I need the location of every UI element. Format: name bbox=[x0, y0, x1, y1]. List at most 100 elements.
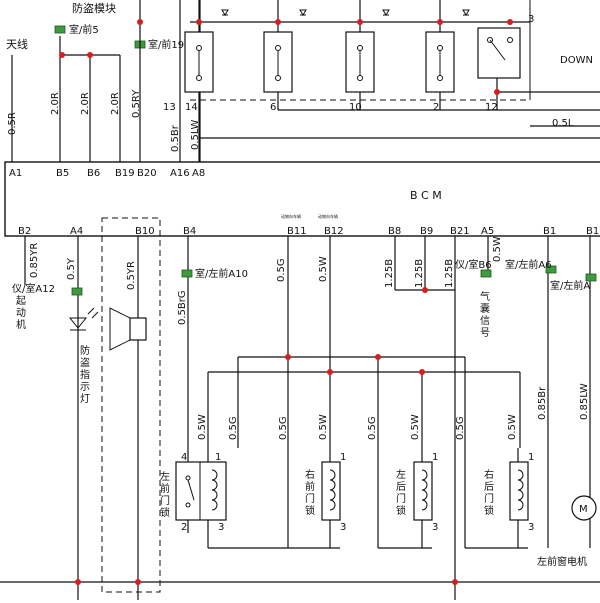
pin-label: B6 bbox=[87, 168, 100, 179]
led-icon bbox=[68, 317, 88, 331]
pin-label: B10 bbox=[135, 226, 155, 237]
wire-label: 2.0R bbox=[80, 92, 91, 115]
wire-label: 0.5G bbox=[228, 416, 239, 440]
wire-label: 0.5RY bbox=[131, 89, 142, 118]
diode-icon bbox=[462, 9, 470, 16]
motor-symbol: M bbox=[579, 504, 588, 515]
airbag-text-line: 囊 bbox=[480, 302, 490, 315]
tiny-label: 动物向车辆 bbox=[281, 213, 301, 219]
wire-label: 1.25B bbox=[444, 259, 455, 288]
antitheft-module-label: 防盗模块 bbox=[72, 1, 116, 15]
starter-label: 起动机 bbox=[16, 295, 26, 331]
lock-pin: 3 bbox=[528, 522, 534, 533]
tiny-label: 动物向车辆 bbox=[318, 213, 338, 219]
bcm-module: B C M A1 B5 B6 B19 B20 A16 A8 B2 A4 B10 … bbox=[4, 161, 600, 237]
lock-pin: 4 bbox=[181, 452, 187, 463]
wire-label: 2.0R bbox=[110, 92, 121, 115]
lock-pin: 2 bbox=[181, 522, 187, 533]
lock-pin: 1 bbox=[215, 452, 221, 463]
relay-pin: 6 bbox=[270, 102, 276, 113]
pin-label: B21 bbox=[450, 226, 470, 237]
rr-lock-label: 右后门锁 bbox=[484, 468, 494, 517]
coil-icon bbox=[517, 469, 524, 511]
wire-label: 0.5G bbox=[455, 416, 466, 440]
pin-label: A8 bbox=[192, 168, 205, 179]
connector-icon bbox=[480, 269, 492, 278]
diode-icon bbox=[382, 9, 390, 16]
coil-icon bbox=[329, 469, 336, 511]
top-section: 防盗模块 天线 DOWN 室/前5 室/前19 0.5R 2.0R 2.0R 2… bbox=[6, 0, 600, 162]
relay-pin: 12 bbox=[485, 102, 498, 113]
connector-icon bbox=[181, 269, 193, 278]
wire-label: 0.85YR bbox=[29, 243, 40, 278]
rf-lock-label: 右前门锁 bbox=[305, 468, 315, 517]
motor-icon bbox=[571, 495, 597, 521]
antitheft-lamp-label: 防盗指示灯 bbox=[80, 344, 90, 405]
connector-icon bbox=[545, 265, 557, 274]
pin-label: B20 bbox=[137, 168, 157, 179]
lr-lock-label: 左后门锁 bbox=[396, 468, 406, 517]
antitheft-lamp-text-line: 盗 bbox=[80, 356, 90, 369]
lf-lock-text-line: 前 bbox=[160, 482, 170, 495]
wire-label: 0.5W bbox=[410, 414, 421, 440]
wire-label: 0.5W bbox=[318, 414, 329, 440]
down-label: DOWN bbox=[560, 55, 593, 66]
wire-label: 0.5W bbox=[318, 256, 329, 282]
antitheft-lamp-text-line: 示 bbox=[80, 382, 90, 393]
lf-lock-text: 左 bbox=[160, 470, 170, 483]
lock-pin: 1 bbox=[432, 452, 438, 463]
wire-label: 0.5G bbox=[278, 416, 289, 440]
connector-b6-label: 仪/室B6 bbox=[455, 258, 492, 271]
rf-lock-text-line: 锁 bbox=[305, 504, 315, 517]
wire-label: 1.25B bbox=[414, 259, 425, 288]
wire-label: 0.5W bbox=[507, 414, 518, 440]
connector-lf-a10-label: 室/左前A10 bbox=[195, 267, 248, 280]
relay-pin: 14 bbox=[185, 102, 198, 113]
rf-lock-text-line: 前 bbox=[305, 480, 315, 493]
starter-text-line: 机 bbox=[16, 318, 26, 331]
lr-lock-text-line: 锁 bbox=[396, 504, 406, 517]
lock-pin: 3 bbox=[218, 522, 224, 533]
lock-pin: 3 bbox=[340, 522, 346, 533]
relay-pin: 3 bbox=[528, 14, 534, 25]
wire-label: 0.5G bbox=[367, 416, 378, 440]
wire-label: 0.5G bbox=[276, 258, 287, 282]
relay-group bbox=[184, 27, 521, 93]
wire-label: 0.5L bbox=[552, 118, 574, 129]
wire-label: 0.85Br bbox=[537, 386, 548, 420]
relay-pin: 13 bbox=[163, 102, 176, 113]
rf-lock-text-line: 门 bbox=[305, 492, 315, 505]
bcm-label: B C M bbox=[410, 189, 442, 202]
wire-label: 0.5Y bbox=[66, 257, 77, 280]
pin-label: B4 bbox=[183, 226, 196, 237]
lf-window-motor-label: 左前窗电机 bbox=[537, 555, 587, 568]
pin-label: A5 bbox=[481, 226, 494, 237]
rr-lock-text-line: 后 bbox=[484, 481, 494, 493]
lock-pin: 3 bbox=[432, 522, 438, 533]
connector-lf2-label: 室/左前A bbox=[550, 279, 590, 292]
connector-front5-label: 室/前5 bbox=[69, 23, 99, 36]
airbag-text-line: 信 bbox=[480, 315, 490, 327]
antenna-label: 天线 bbox=[6, 37, 28, 51]
coil-icon bbox=[421, 469, 428, 511]
connector-icon bbox=[71, 287, 83, 296]
pin-label: A4 bbox=[70, 226, 83, 237]
right-front-lock: 1 3 右前门锁 bbox=[305, 448, 346, 548]
wire-label: 0.5LW bbox=[190, 119, 201, 150]
lr-lock-text: 左 bbox=[396, 468, 406, 481]
pin-label: B9 bbox=[420, 226, 433, 237]
wire-label: 0.5Br bbox=[170, 124, 181, 152]
lock-pin: 1 bbox=[528, 452, 534, 463]
diode-icon bbox=[299, 9, 307, 16]
airbag-text: 气 bbox=[480, 290, 490, 303]
speaker-icon bbox=[129, 317, 147, 341]
wire-label: 2.0R bbox=[50, 92, 61, 115]
antitheft-lamp-text-line: 灯 bbox=[80, 393, 90, 405]
wire-label: 0.5YR bbox=[126, 261, 137, 290]
lf-lock-text-line: 锁 bbox=[160, 506, 170, 519]
wire-label: 0.5W bbox=[492, 236, 503, 262]
rr-lock-text: 右 bbox=[484, 468, 494, 481]
pin-label: A1 bbox=[9, 168, 22, 179]
rr-lock-text-line: 门 bbox=[484, 492, 494, 505]
